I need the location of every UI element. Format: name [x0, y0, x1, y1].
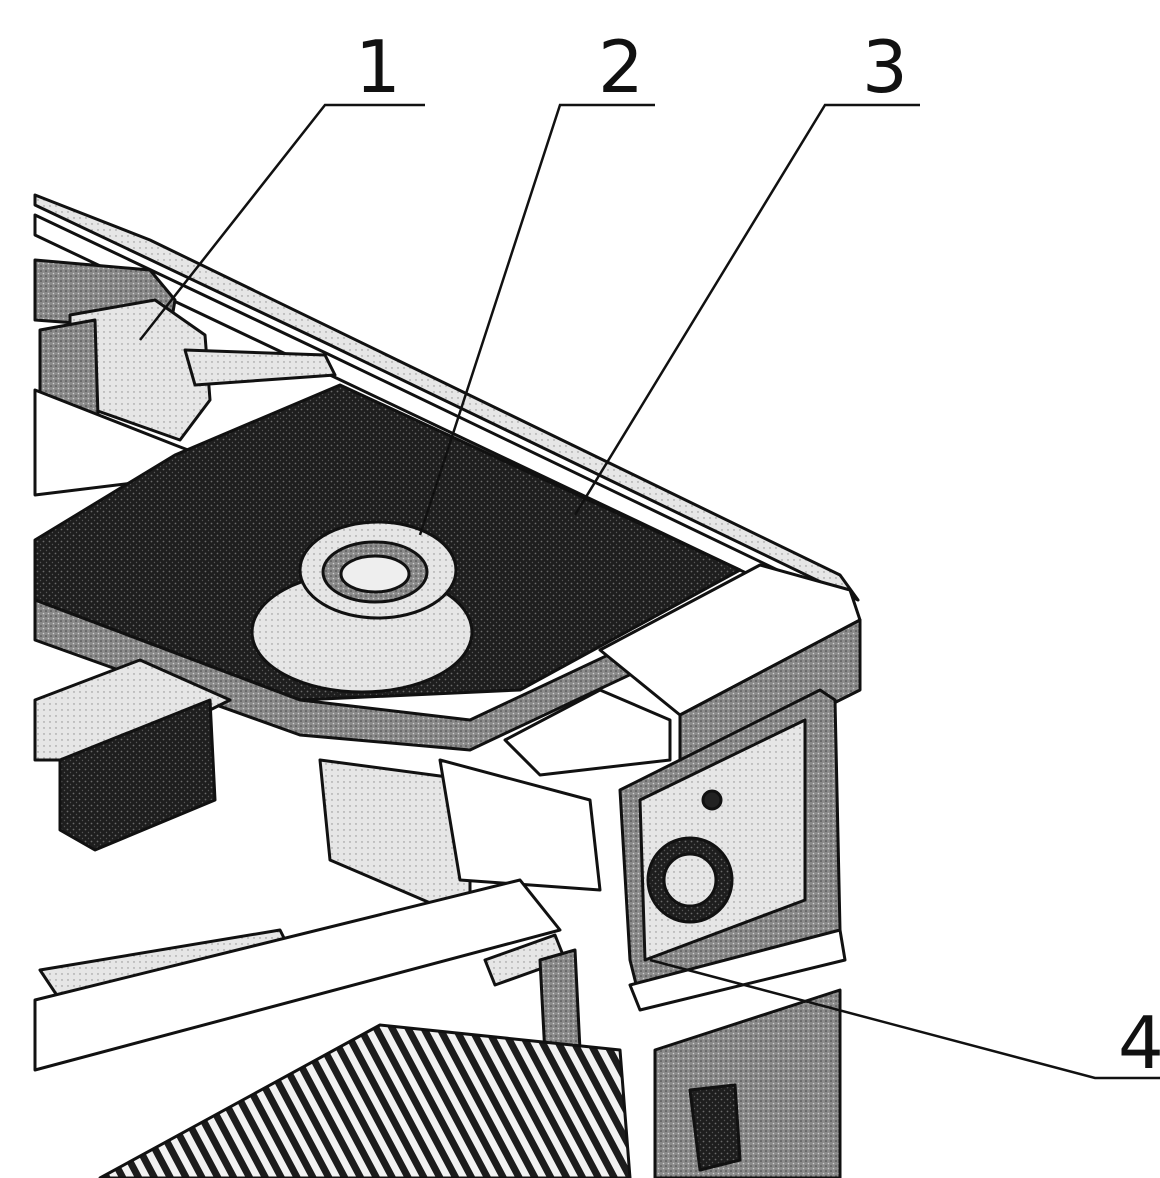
callout-2: 2 — [598, 25, 644, 109]
callout-1: 1 — [355, 25, 401, 109]
screw-head — [701, 789, 723, 811]
corner-tab — [503, 688, 672, 777]
bottom-grille — [98, 1023, 632, 1178]
corner-cap — [598, 563, 862, 717]
callout-numbers: 1 2 3 4 — [355, 25, 1160, 1085]
leader-2 — [418, 103, 655, 536]
callout-leaders — [139, 103, 1160, 1080]
leader-1 — [139, 103, 425, 341]
lever-arm — [183, 348, 337, 387]
base-plate — [33, 878, 562, 1072]
feed-ring-hole — [339, 554, 411, 594]
callout-3: 3 — [862, 25, 908, 109]
corner-cap-side — [678, 618, 862, 762]
side-panel-edge — [628, 928, 847, 1012]
lower-panel — [653, 988, 842, 1178]
leader-3 — [573, 103, 920, 516]
knob-inner — [662, 852, 718, 908]
back-rail — [33, 193, 860, 602]
handle-slot — [688, 1083, 742, 1172]
machine-body — [33, 193, 862, 1178]
drive-block — [438, 758, 602, 892]
leader-4 — [649, 958, 1160, 1080]
left-chute — [58, 698, 217, 852]
callout-4: 4 — [1118, 1001, 1160, 1085]
upright-post — [538, 948, 582, 1057]
